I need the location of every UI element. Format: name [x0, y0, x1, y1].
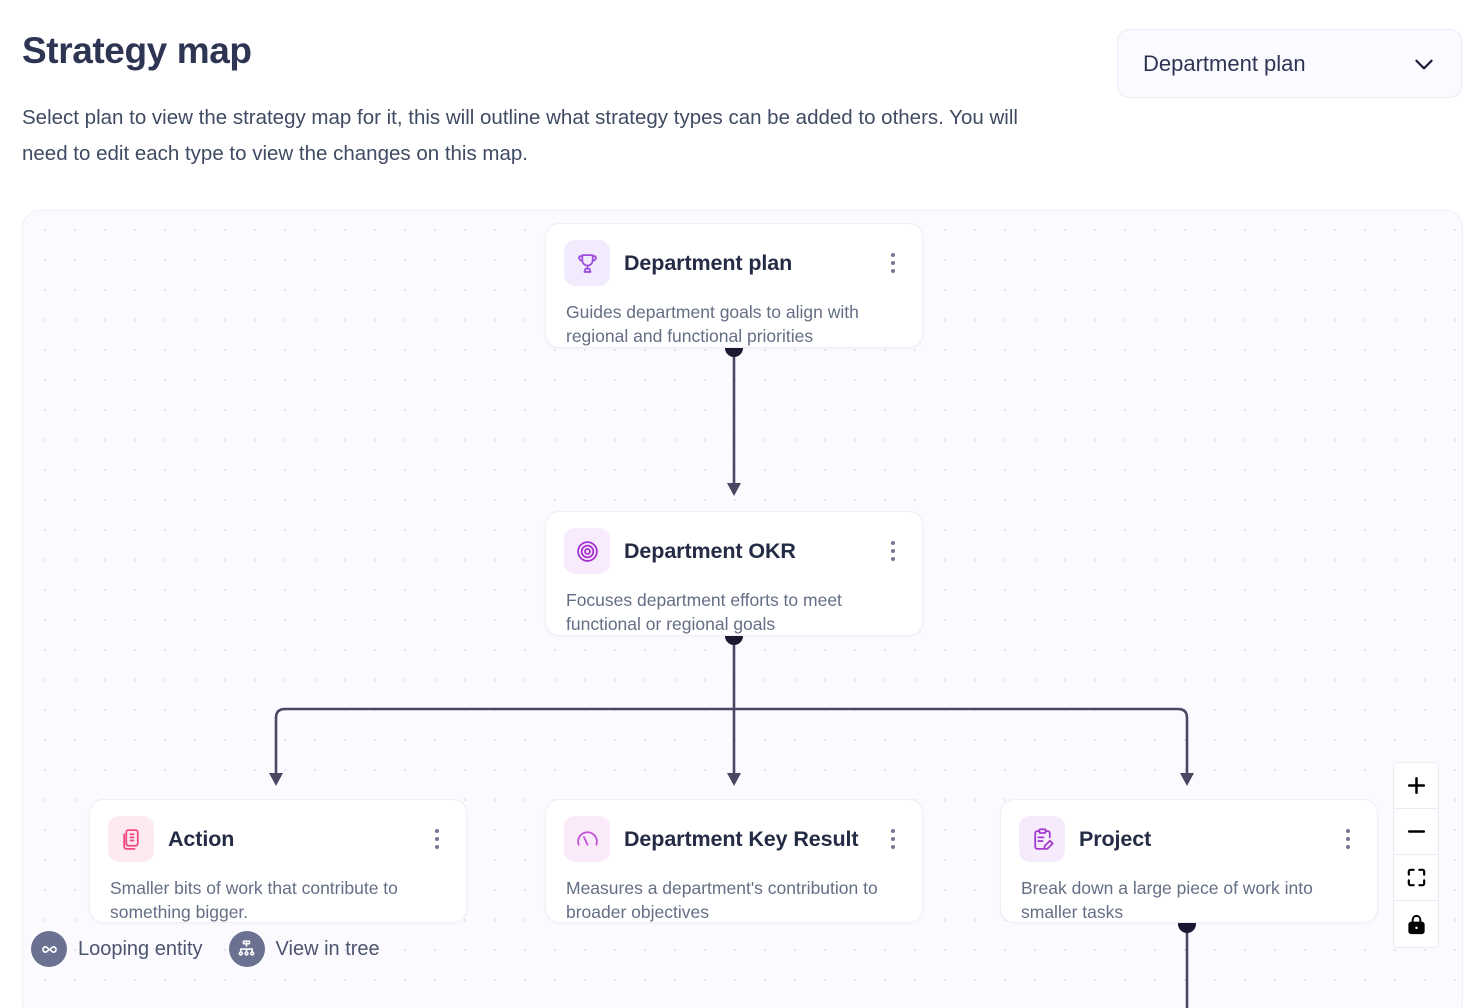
kebab-menu-icon[interactable] — [882, 538, 904, 564]
legend-item-looping-entity[interactable]: Looping entity — [31, 931, 203, 967]
fit-view-button[interactable] — [1394, 855, 1438, 901]
node-header: Department OKR — [564, 528, 904, 574]
tree-hierarchy-icon — [228, 931, 265, 967]
node-description: Smaller bits of work that contribute to … — [110, 878, 398, 922]
gauge-icon — [564, 816, 610, 862]
infinity-icon — [31, 931, 67, 967]
node-title: Department Key Result — [624, 826, 859, 851]
plan-selector-dropdown[interactable]: Department plan — [1117, 29, 1462, 98]
node-title: Action — [168, 826, 235, 851]
plan-selector-value: Department plan — [1143, 50, 1306, 76]
kebab-menu-icon[interactable] — [882, 250, 904, 276]
canvas-legend: Looping entity View in tree — [31, 931, 380, 967]
lock-button[interactable] — [1394, 901, 1438, 947]
zoom-out-button[interactable] — [1394, 809, 1438, 855]
trophy-icon — [564, 240, 610, 286]
node-header: Department Key Result — [564, 816, 904, 862]
node-description: Guides department goals to align with re… — [566, 302, 859, 346]
kebab-menu-icon[interactable] — [1337, 826, 1359, 852]
legend-label: View in tree — [275, 937, 380, 960]
stacked-documents-icon — [108, 816, 154, 862]
node-title: Department plan — [624, 250, 793, 275]
page-subtitle: Select plan to view the strategy map for… — [22, 106, 1018, 165]
legend-item-view-in-tree[interactable]: View in tree — [228, 931, 380, 967]
node-description: Focuses department efforts to meet funct… — [566, 590, 842, 634]
node-description: Measures a department's contribution to … — [566, 878, 878, 922]
kebab-menu-icon[interactable] — [882, 826, 904, 852]
target-icon — [564, 528, 610, 574]
node-card-department-plan[interactable]: Department plan Guides department goals … — [545, 223, 923, 348]
node-header: Department plan — [564, 240, 904, 286]
node-card-department-key-result[interactable]: Department Key Result Measures a departm… — [545, 799, 923, 923]
chevron-down-icon — [1411, 51, 1437, 77]
node-card-project[interactable]: Project Break down a large piece of work… — [1000, 799, 1378, 923]
node-description: Break down a large piece of work into sm… — [1021, 878, 1313, 922]
clipboard-pencil-icon — [1019, 816, 1065, 862]
node-header: Action — [108, 816, 448, 862]
kebab-menu-icon[interactable] — [426, 826, 448, 852]
node-title: Project — [1079, 826, 1152, 851]
page-title: Strategy map — [22, 30, 252, 71]
node-card-action[interactable]: Action Smaller bits of work that contrib… — [89, 799, 467, 923]
zoom-controls — [1393, 762, 1439, 948]
node-title: Department OKR — [624, 538, 796, 563]
legend-label: Looping entity — [78, 937, 203, 960]
zoom-in-button[interactable] — [1394, 763, 1438, 809]
node-card-department-okr[interactable]: Department OKR Focuses department effort… — [545, 511, 923, 636]
strategy-map-canvas[interactable]: Department plan Guides department goals … — [22, 210, 1463, 1008]
node-header: Project — [1019, 816, 1359, 862]
